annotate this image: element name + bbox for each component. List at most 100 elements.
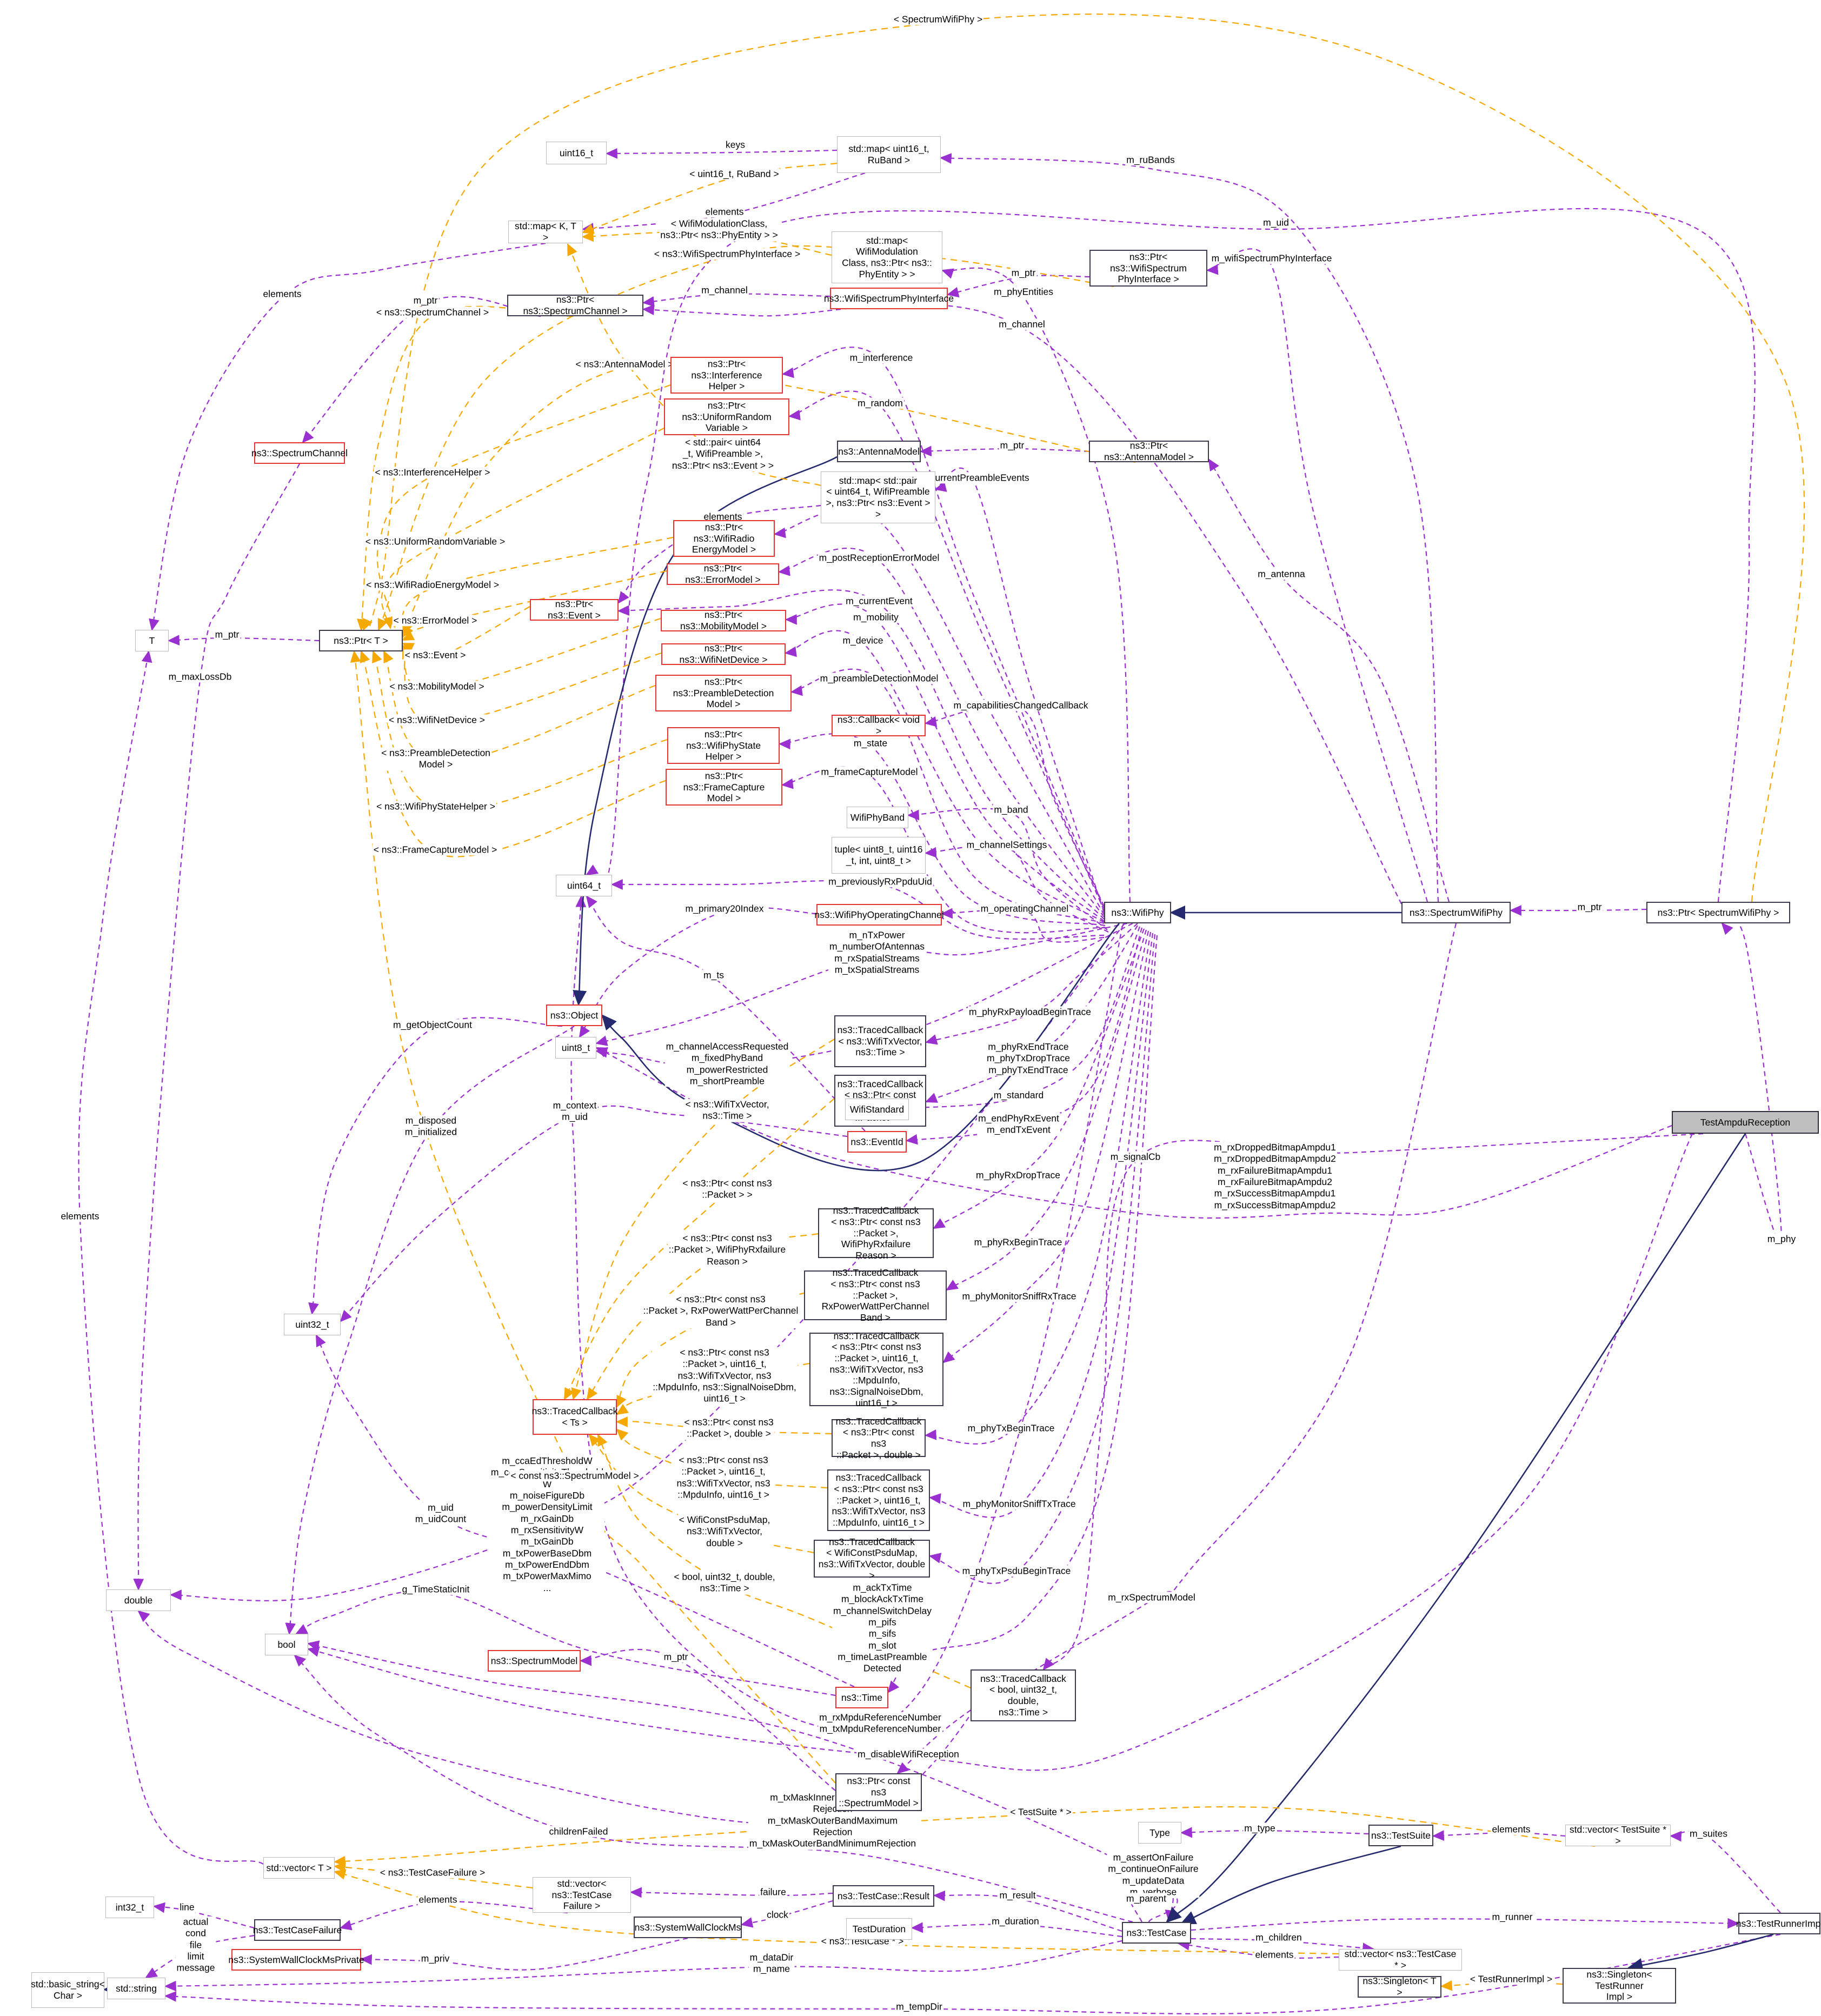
node-int32-t[interactable]: int32_t: [105, 1897, 154, 1918]
edge-label-m-type: m_type: [1243, 1822, 1277, 1834]
node-systemwallclockms[interactable]: ns3::SystemWallClockMs: [634, 1917, 742, 1938]
node-tracedcallback-ts[interactable]: ns3::TracedCallback < Ts >: [532, 1399, 617, 1435]
edge-label-m-phy: m_phy: [1766, 1233, 1797, 1245]
edge-label-m-wifispectrumphyinterface: m_wifiSpectrumPhyInterface: [1210, 252, 1333, 264]
node-singleton-testrunnerimpl[interactable]: ns3::Singleton< TestRunner Impl >: [1563, 1968, 1676, 2004]
node-basic-string[interactable]: std::basic_string< Char >: [31, 1972, 105, 2008]
edge: [1177, 1939, 1339, 1959]
node-tuple-channel[interactable]: tuple< uint8_t, uint16 _t, int, uint8_t …: [832, 837, 926, 874]
node-vector-testcase-ptr[interactable]: std::vector< ns3::TestCase * >: [1339, 1948, 1462, 1971]
edge: [362, 14, 1805, 902]
node-wifiphy[interactable]: ns3::WifiPhy: [1104, 902, 1171, 923]
node-uint32-t[interactable]: uint32_t: [284, 1314, 341, 1335]
node-map-wifimodulation-phyentity[interactable]: std::map< WifiModulation Class, ns3::Ptr…: [832, 231, 942, 283]
node-testampdureception[interactable]: TestAmpduReception: [1672, 1111, 1819, 1134]
node-ptr-wifinetdevice[interactable]: ns3::Ptr< ns3::WifiNetDevice >: [661, 643, 786, 665]
node-uint64-t[interactable]: uint64_t: [556, 875, 612, 896]
node-spectrumchannel[interactable]: ns3::SpectrumChannel: [251, 442, 348, 464]
edge-label-tpl-wifitxvector-time: < ns3::WifiTxVector, ns3::Time >: [684, 1099, 770, 1122]
node-map-preamble-events[interactable]: std::map< std::pair < uint64_t, WifiPrea…: [821, 471, 935, 523]
node-time[interactable]: ns3::Time: [835, 1687, 888, 1708]
edge: [934, 467, 1105, 913]
node-ptr-framecapturemodel[interactable]: ns3::Ptr< ns3::FrameCapture Model >: [666, 769, 782, 806]
edge: [919, 445, 1089, 457]
edge: [573, 456, 838, 1006]
node-vector-testsuite-ptr[interactable]: std::vector< TestSuite * >: [1565, 1824, 1671, 1846]
node-object[interactable]: ns3::Object: [546, 1004, 602, 1026]
node-testcase[interactable]: ns3::TestCase: [1122, 1922, 1191, 1944]
edge-label-m-maxlossdb: m_maxLossDb: [167, 671, 233, 683]
node-tracedcallback-double[interactable]: ns3::TracedCallback < ns3::Ptr< const ns…: [832, 1416, 926, 1460]
node-tracedcallback-bool[interactable]: ns3::TracedCallback < bool, uint32_t, do…: [971, 1669, 1076, 1721]
edge-label-m-suites: m_suites: [1688, 1828, 1729, 1840]
node-type[interactable]: Type: [1138, 1822, 1181, 1844]
node-t[interactable]: T: [135, 630, 169, 651]
node-tracedcallback-rxpower[interactable]: ns3::TracedCallback < ns3::Ptr< const ns…: [804, 1267, 947, 1323]
node-double[interactable]: double: [106, 1589, 171, 1611]
edge-label-m-framecapturemodel: m_frameCaptureModel: [820, 766, 919, 778]
node-vector-t[interactable]: std::vector< T >: [263, 1857, 335, 1879]
node-ptr-wifispectrumphyinterface[interactable]: ns3::Ptr< ns3::WifiSpectrum PhyInterface…: [1089, 250, 1207, 287]
edge-label-m-antenna: m_antenna: [1257, 568, 1306, 580]
edge-label-tpl-antennamodel: < ns3::AntennaModel >: [574, 358, 675, 370]
node-ptr-uniformrandomvariable[interactable]: ns3::Ptr< ns3::UniformRandom Variable >: [664, 398, 789, 435]
edge-label-m-runner: m_runner: [1491, 1911, 1534, 1923]
node-testduration[interactable]: TestDuration: [846, 1918, 912, 1940]
node-tracedcallback-txvector-time[interactable]: ns3::TracedCallback < ns3::WifiTxVector,…: [834, 1015, 926, 1067]
node-uint16-t[interactable]: uint16_t: [546, 142, 607, 164]
node-systemwallclockmsprivate[interactable]: ns3::SystemWallClockMsPrivate: [228, 1949, 364, 1971]
node-ptr-mobilitymodel[interactable]: ns3::Ptr< ns3::MobilityModel >: [661, 609, 786, 631]
node-ptr-errormodel[interactable]: ns3::Ptr< ns3::ErrorModel >: [667, 563, 779, 585]
node-map-k-t[interactable]: std::map< K, T >: [508, 221, 583, 243]
edge-label-elements-testsuite: elements: [1491, 1824, 1532, 1835]
node-ptr-wifiphystatehelper[interactable]: ns3::Ptr< ns3::WifiPhyState Helper >: [667, 727, 780, 764]
node-testcase-result[interactable]: ns3::TestCase::Result: [833, 1885, 934, 1907]
node-spectrumwifiphy[interactable]: ns3::SpectrumWifiPhy: [1401, 902, 1511, 923]
node-antennamodel[interactable]: ns3::AntennaModel: [837, 441, 921, 462]
node-ptr-spectrumchannel[interactable]: ns3::Ptr< ns3::SpectrumChannel >: [507, 294, 643, 316]
edge-label-tpl-wifinetdevice: < ns3::WifiNetDevice >: [388, 714, 486, 726]
node-ptr-interferencehelper[interactable]: ns3::Ptr< ns3::Interference Helper >: [670, 357, 783, 394]
node-testrunnerimpl[interactable]: ns3::TestRunnerImpl: [1736, 1913, 1821, 1934]
node-wifiphyoperatingchannel[interactable]: ns3::WifiPhyOperatingChannel: [814, 904, 944, 926]
node-callback-void[interactable]: ns3::Callback< void >: [832, 714, 926, 736]
node-ptr-t[interactable]: ns3::Ptr< T >: [319, 630, 403, 651]
node-map-uint16-ruband[interactable]: std::map< uint16_t, RuBand >: [837, 136, 941, 173]
node-uint8-t[interactable]: uint8_t: [555, 1037, 596, 1059]
node-wifiphyband[interactable]: WifiPhyBand: [847, 807, 908, 828]
edge-label-m-ptr-spectrummodel: m_ptr: [662, 1651, 689, 1663]
node-testsuite[interactable]: ns3::TestSuite: [1368, 1825, 1433, 1846]
node-tracedcallback-mpduinfo[interactable]: ns3::TracedCallback < ns3::Ptr< const ns…: [827, 1469, 930, 1531]
node-tracedcallback-rxfailure[interactable]: ns3::TracedCallback < ns3::Ptr< const ns…: [818, 1205, 934, 1261]
edge: [133, 463, 300, 1591]
edge-label-tpl-pair-preamble: < std::pair< uint64 _t, WifiPreamble >, …: [670, 436, 775, 472]
node-wifispectrumphyinterface[interactable]: ns3::WifiSpectrumPhyInterface: [824, 288, 954, 309]
node-tracedcallback-psdumap[interactable]: ns3::TracedCallback < WifiConstPsduMap, …: [814, 1536, 930, 1581]
node-testcasefailure[interactable]: ns3::TestCaseFailure: [253, 1919, 342, 1941]
edge: [595, 923, 1133, 1068]
edge-label-m-state: m_state: [852, 737, 889, 749]
node-eventid[interactable]: ns3::EventId: [847, 1131, 907, 1153]
node-wifistandard[interactable]: WifiStandard: [845, 1099, 909, 1120]
node-bool[interactable]: bool: [265, 1634, 308, 1655]
edge: [360, 1937, 688, 1971]
node-singleton-t[interactable]: ns3::Singleton< T >: [1358, 1975, 1441, 1998]
node-ptr-wifiradioenergymodel[interactable]: ns3::Ptr< ns3::WifiRadio EnergyModel >: [673, 520, 775, 557]
node-spectrummodel[interactable]: ns3::SpectrumModel: [488, 1650, 581, 1672]
edge: [570, 895, 1124, 1732]
node-vector-testcasefailure[interactable]: std::vector< ns3::TestCase Failure >: [533, 1877, 631, 1913]
edge: [629, 1887, 833, 1898]
edge: [356, 305, 574, 631]
node-ptr-event[interactable]: ns3::Ptr< ns3::Event >: [530, 598, 619, 621]
node-tracedcallback-signalnoise[interactable]: ns3::TracedCallback < ns3::Ptr< const ns…: [809, 1330, 943, 1408]
edge: [605, 148, 838, 159]
node-ptr-spectrumwifiphy[interactable]: ns3::Ptr< SpectrumWifiPhy >: [1646, 902, 1790, 923]
node-std-string[interactable]: std::string: [107, 1978, 165, 1999]
edge: [340, 1105, 848, 1322]
node-ptr-preambledetectionmodel[interactable]: ns3::Ptr< ns3::PreambleDetection Model >: [655, 675, 792, 711]
node-ptr-const-spectrummodel[interactable]: ns3::Ptr< const ns3 ::SpectrumModel >: [835, 1773, 922, 1811]
node-ptr-antennamodel[interactable]: ns3::Ptr< ns3::AntennaModel >: [1089, 440, 1209, 462]
edge: [295, 1590, 836, 1696]
